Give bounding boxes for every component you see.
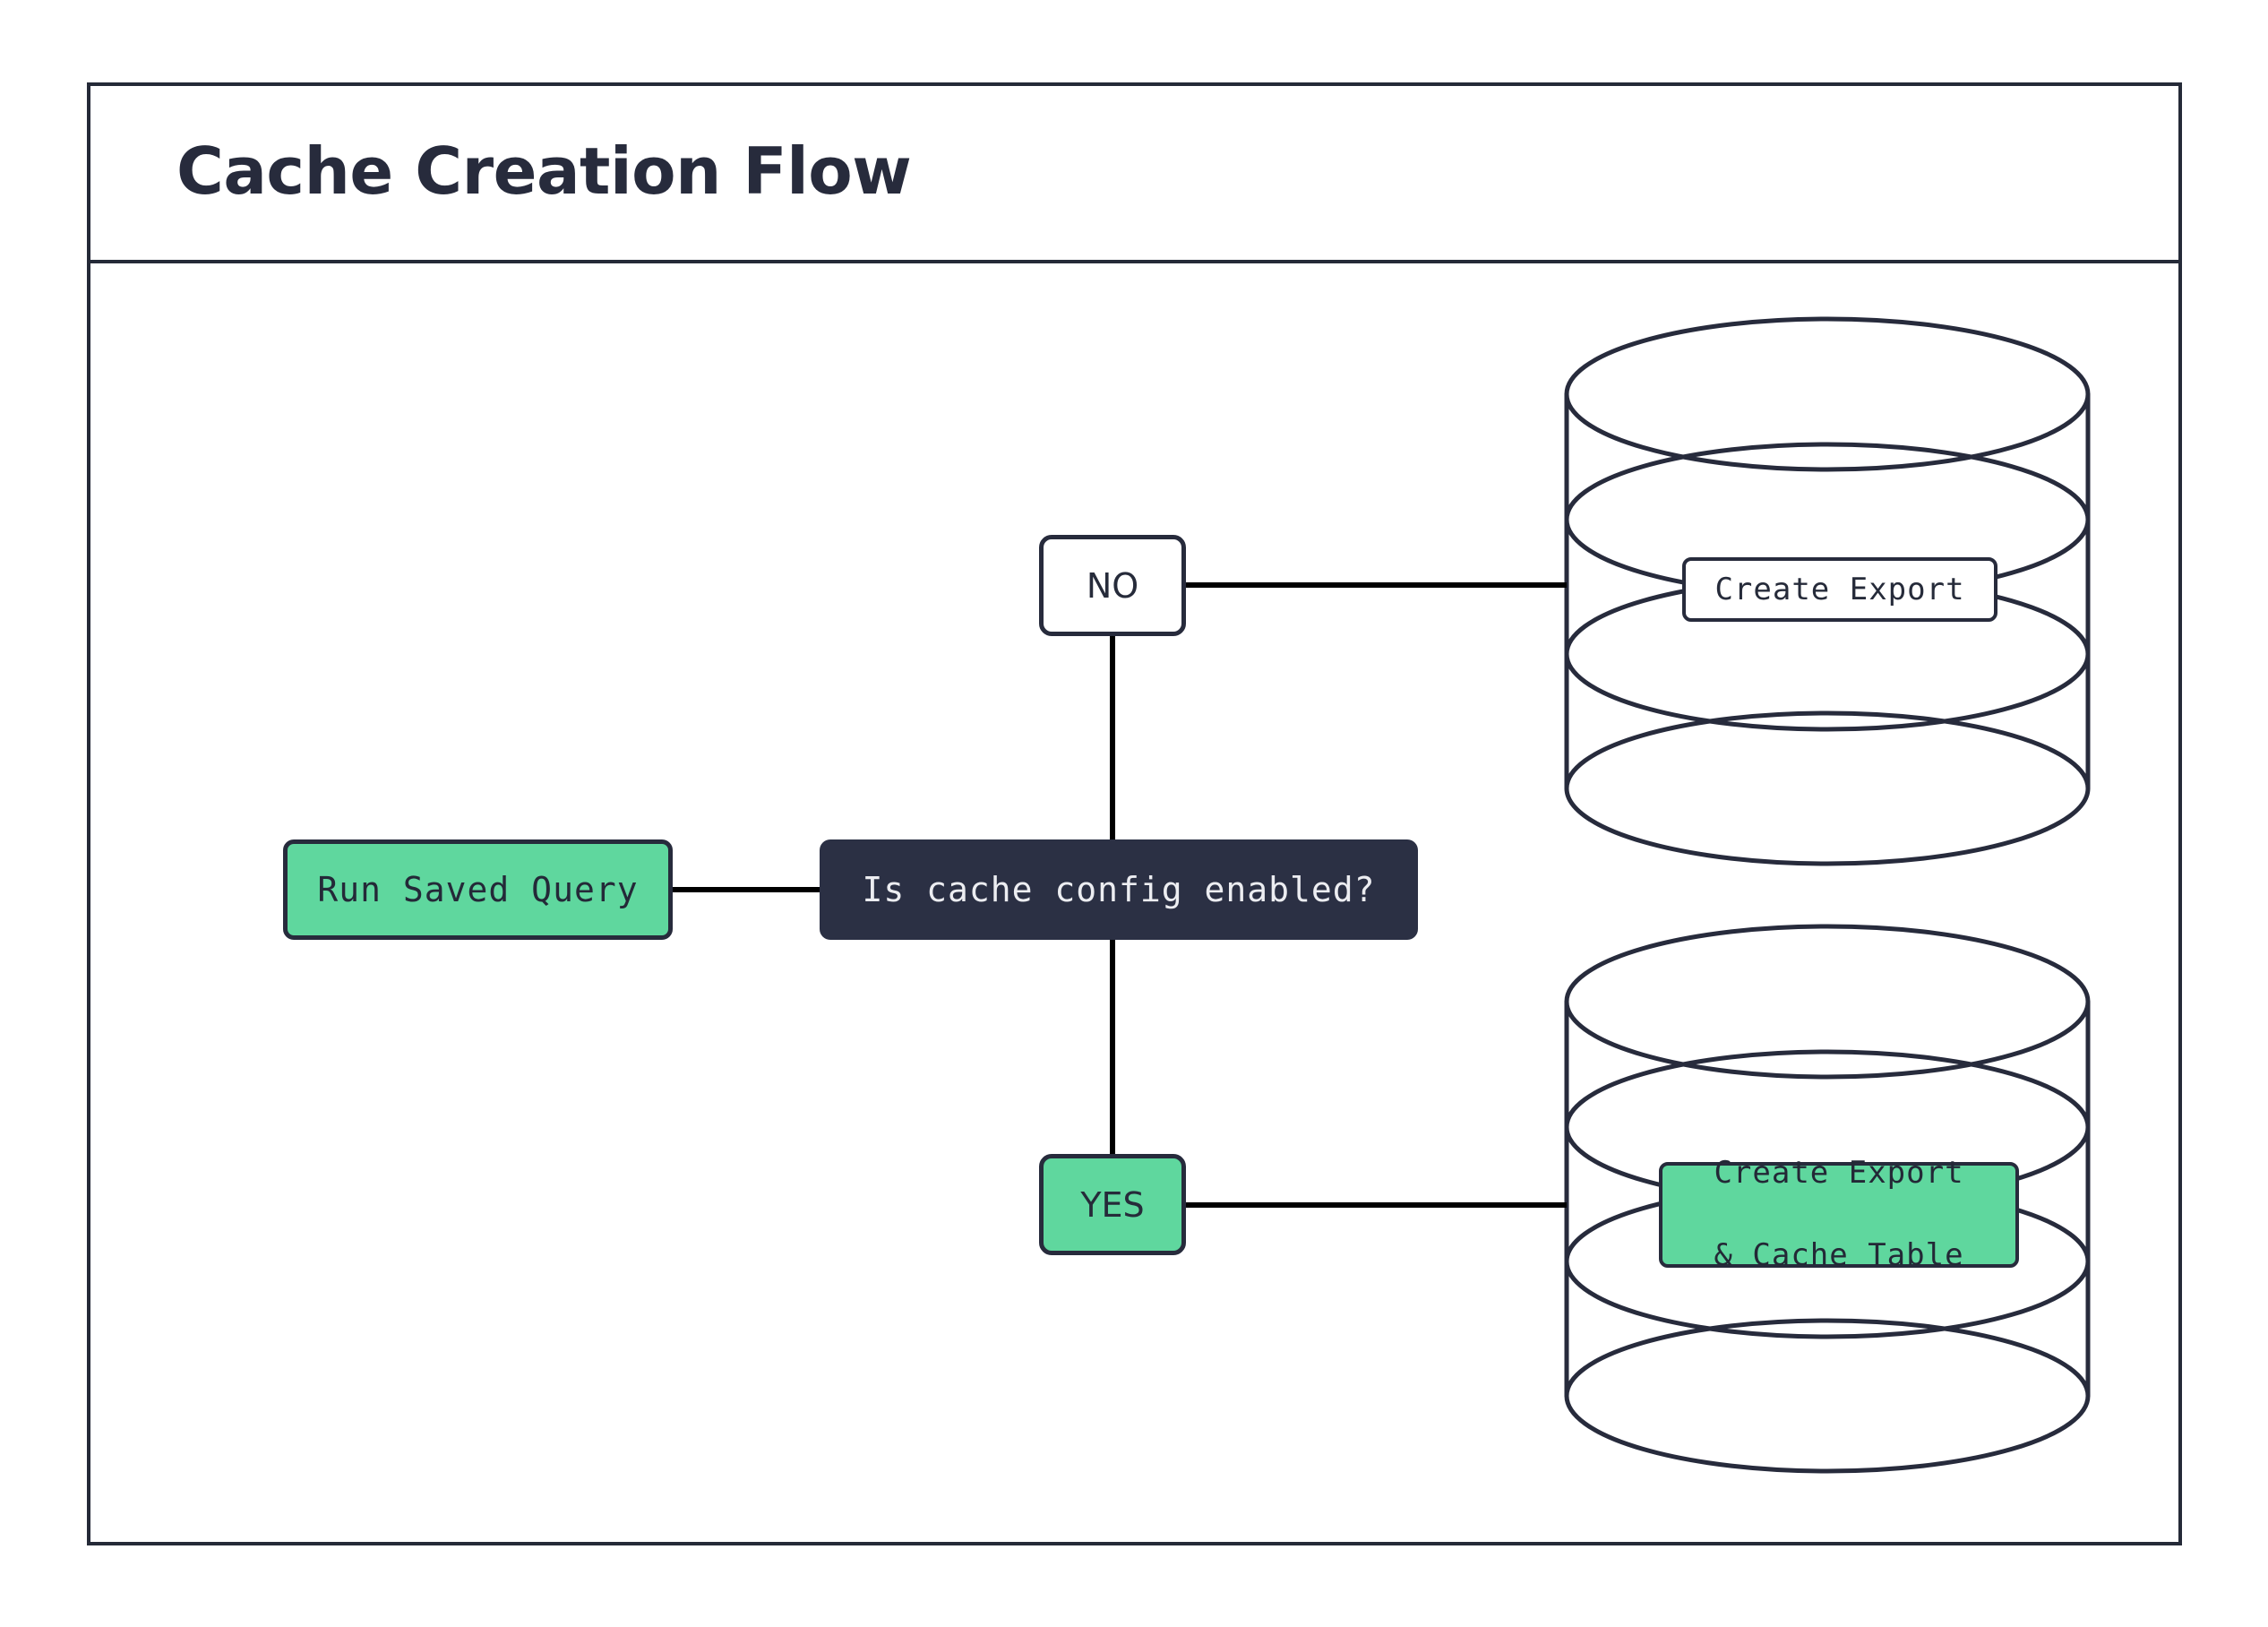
node-branch-yes[interactable]: YES — [1039, 1154, 1186, 1255]
cache-label-line-1: Create Export — [1714, 1155, 1964, 1192]
cache-label-line-2: & Cache Table — [1714, 1236, 1964, 1273]
diagram-title-bar: Cache Creation Flow — [87, 82, 2182, 263]
diagram-frame — [87, 82, 2182, 1545]
node-is-cache-config-enabled[interactable]: Is cache config enabled? — [820, 839, 1418, 940]
node-branch-no[interactable]: NO — [1039, 535, 1186, 636]
node-create-export-label[interactable]: Create Export — [1682, 557, 1997, 622]
node-create-export-cache-table-label[interactable]: Create Export & Cache Table — [1659, 1155, 2019, 1273]
node-run-saved-query[interactable]: Run Saved Query — [283, 839, 673, 940]
page-title: Cache Creation Flow — [176, 133, 912, 209]
